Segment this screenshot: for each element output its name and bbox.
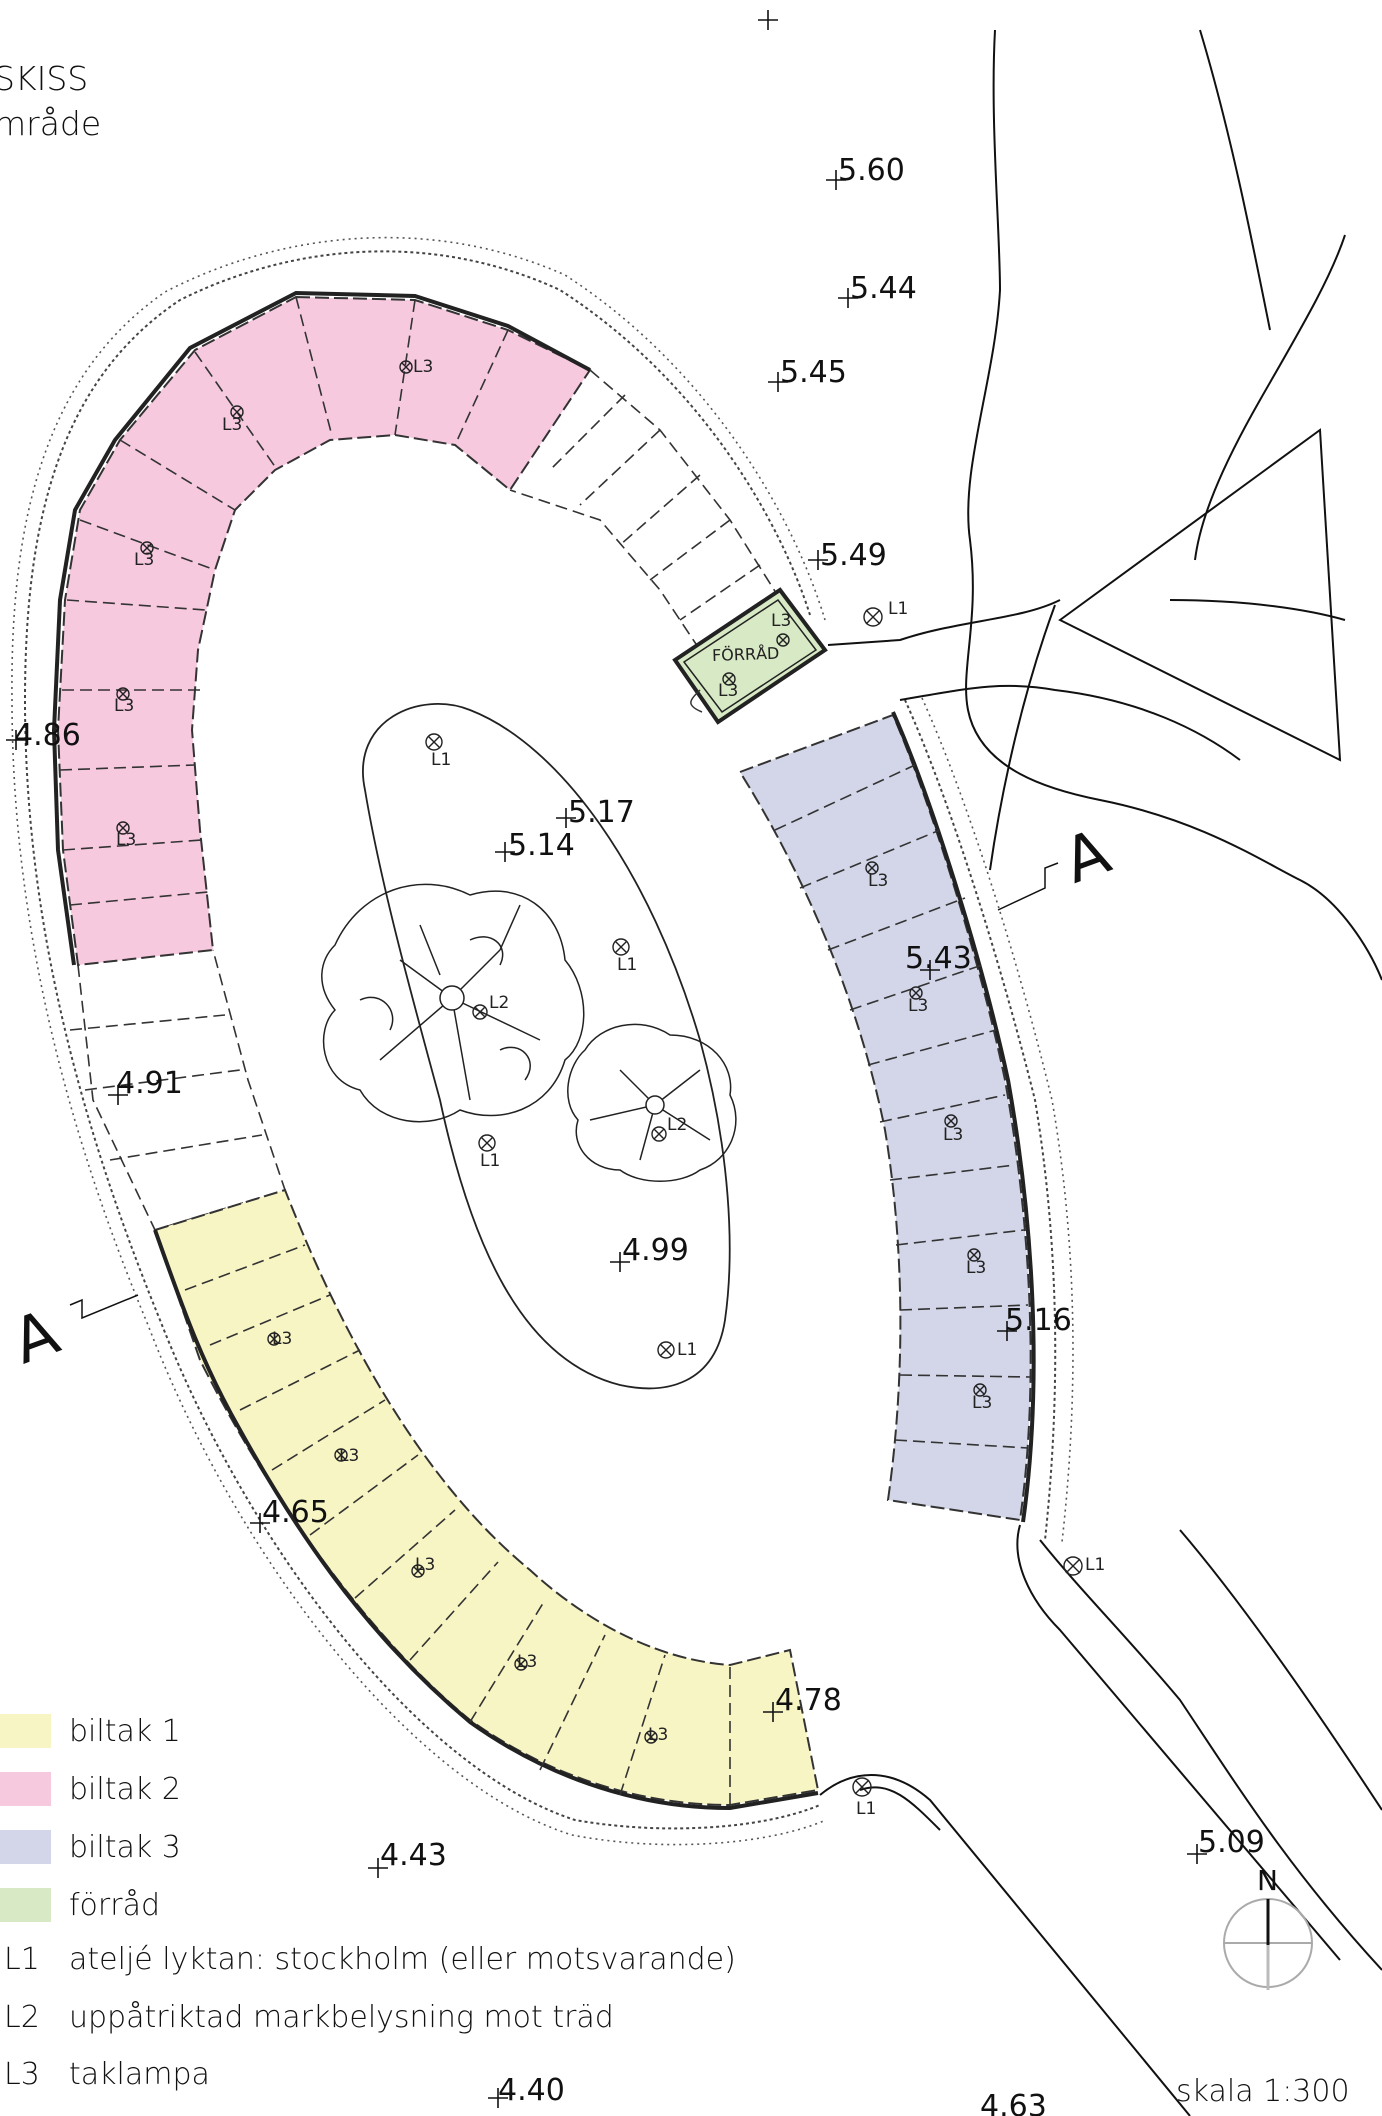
carport-biltak-2-edge [51, 290, 591, 966]
central-island [362, 703, 731, 1390]
carport-biltak-3-edge [891, 711, 1036, 1523]
lamp-label: L3 [415, 1555, 435, 1575]
road-lines [819, 29, 1382, 2116]
legend-lamp-code: L3 [4, 2057, 40, 2092]
carport-biltak-3 [738, 713, 1032, 1522]
lamp-label: L1 [1085, 1555, 1105, 1575]
spot-height: 4.40 [498, 2073, 565, 2108]
plan-title: SKISS [0, 59, 89, 98]
legend-label: biltak 1 [69, 1713, 181, 1749]
carport-biltak-1-edge [153, 1229, 819, 1811]
legend-item-biltak-1: biltak 1 [0, 1714, 181, 1749]
lamp-labels: L1 L1 L1 L1 L1 L1 L1 L2 L2 L3 L3 L3 L3 L… [114, 357, 1105, 1819]
biltak-1-bays [184, 1244, 731, 1805]
legend-swatch [0, 1714, 51, 1748]
legend-label: förråd [69, 1887, 161, 1923]
storage-label: FÖRRÅD [712, 644, 780, 665]
hedge-outer [23, 250, 821, 1830]
carport-biltak-1 [153, 1188, 820, 1807]
spot-height: 4.43 [380, 1838, 447, 1873]
spot-height: 5.14 [508, 828, 575, 863]
north-label: N [1257, 1864, 1278, 1897]
lamp-label: L1 [617, 955, 637, 975]
legend-lamp-label: uppåtriktad markbelysning mot träd [69, 2000, 614, 2035]
lamp-label: L3 [908, 996, 928, 1016]
lamp-label: L3 [134, 550, 154, 570]
lamp-label: L3 [972, 1393, 992, 1413]
section-label-a-west: A [3, 1295, 68, 1378]
legend-item-biltak-2: biltak 2 [0, 1772, 181, 1807]
lamp-label: L1 [431, 750, 451, 770]
storage-building [672, 587, 828, 725]
spot-height: 4.91 [116, 1066, 183, 1101]
carport-biltak-2 [56, 295, 592, 967]
lamp-label: L3 [116, 830, 136, 850]
spot-heights: 5.60 5.44 5.45 5.49 4.86 5.17 5.14 5.43 … [14, 153, 1265, 2116]
legend-swatch [0, 1772, 51, 1806]
spot-height: 4.99 [622, 1233, 689, 1268]
legend-lamp-code: L2 [4, 2000, 40, 2035]
spot-height: 4.63 [980, 2089, 1047, 2116]
tree-small-icon [567, 1023, 737, 1182]
north-arrow-icon: N [1223, 1864, 1313, 1990]
legend-lamp-label: taklampa [69, 2057, 210, 2092]
legend-item-forrad: förråd [0, 1888, 160, 1923]
lamp-label: L3 [517, 1652, 537, 1672]
lamp-label: L2 [667, 1115, 687, 1135]
section-label-a-east: A [1054, 814, 1119, 897]
legend-swatch [0, 1888, 51, 1922]
lamp-label: L3 [966, 1258, 986, 1278]
lamp-label: L3 [868, 871, 888, 891]
survey-crosses [6, 10, 1207, 2108]
lamp-label: L3 [771, 611, 791, 631]
lamp-label: L3 [114, 696, 134, 716]
lamp-label: L3 [943, 1125, 963, 1145]
biltak-3-bays [774, 764, 1031, 1449]
biltak-2-bays [59, 296, 509, 906]
tree-large-icon [321, 883, 585, 1123]
legend-label: biltak 2 [69, 1771, 181, 1807]
spot-height: 5.17 [568, 795, 635, 830]
spot-height: 4.86 [14, 718, 81, 753]
lamp-label: L1 [480, 1151, 500, 1171]
lamp-label: L3 [648, 1725, 668, 1745]
lamp-label: L1 [888, 599, 908, 619]
lamp-label: L1 [856, 1799, 876, 1819]
spot-height: 5.49 [820, 538, 887, 573]
spot-height: 4.65 [262, 1495, 329, 1530]
lamp-label: L3 [718, 681, 738, 701]
legend-label: biltak 3 [69, 1829, 181, 1865]
legend-swatch [0, 1830, 51, 1864]
spot-height: 5.43 [905, 941, 972, 976]
spot-height: 5.09 [1198, 1825, 1265, 1860]
plan-subtitle: mråde [0, 104, 102, 143]
lamp-label: L3 [413, 357, 433, 377]
lamp-label: L3 [222, 415, 242, 435]
hedge-right [904, 699, 1057, 1541]
section-marker-a-east: A [997, 814, 1119, 911]
spot-height: 5.44 [850, 271, 917, 306]
legend-item-biltak-3: biltak 3 [0, 1830, 181, 1865]
spot-height: 5.45 [780, 355, 847, 390]
legend-lamp-code: L1 [4, 1942, 40, 1977]
spot-height: 5.60 [838, 153, 905, 188]
section-marker-a-west: A [3, 1294, 139, 1378]
spot-height: 5.16 [1005, 1303, 1072, 1338]
lamp-label: L3 [339, 1446, 359, 1466]
lamp-label: L1 [677, 1340, 697, 1360]
legend-lamp-label: ateljé lyktan: stockholm (eller motsvara… [69, 1942, 736, 1977]
lamp-label: L3 [272, 1329, 292, 1349]
hedge-outer-2 [11, 236, 827, 1846]
lamp-symbols [116, 360, 1083, 1797]
spot-height: 4.78 [775, 1683, 842, 1718]
scale-label: skala 1:300 [1176, 2074, 1350, 2109]
lamp-label: L2 [489, 993, 509, 1013]
